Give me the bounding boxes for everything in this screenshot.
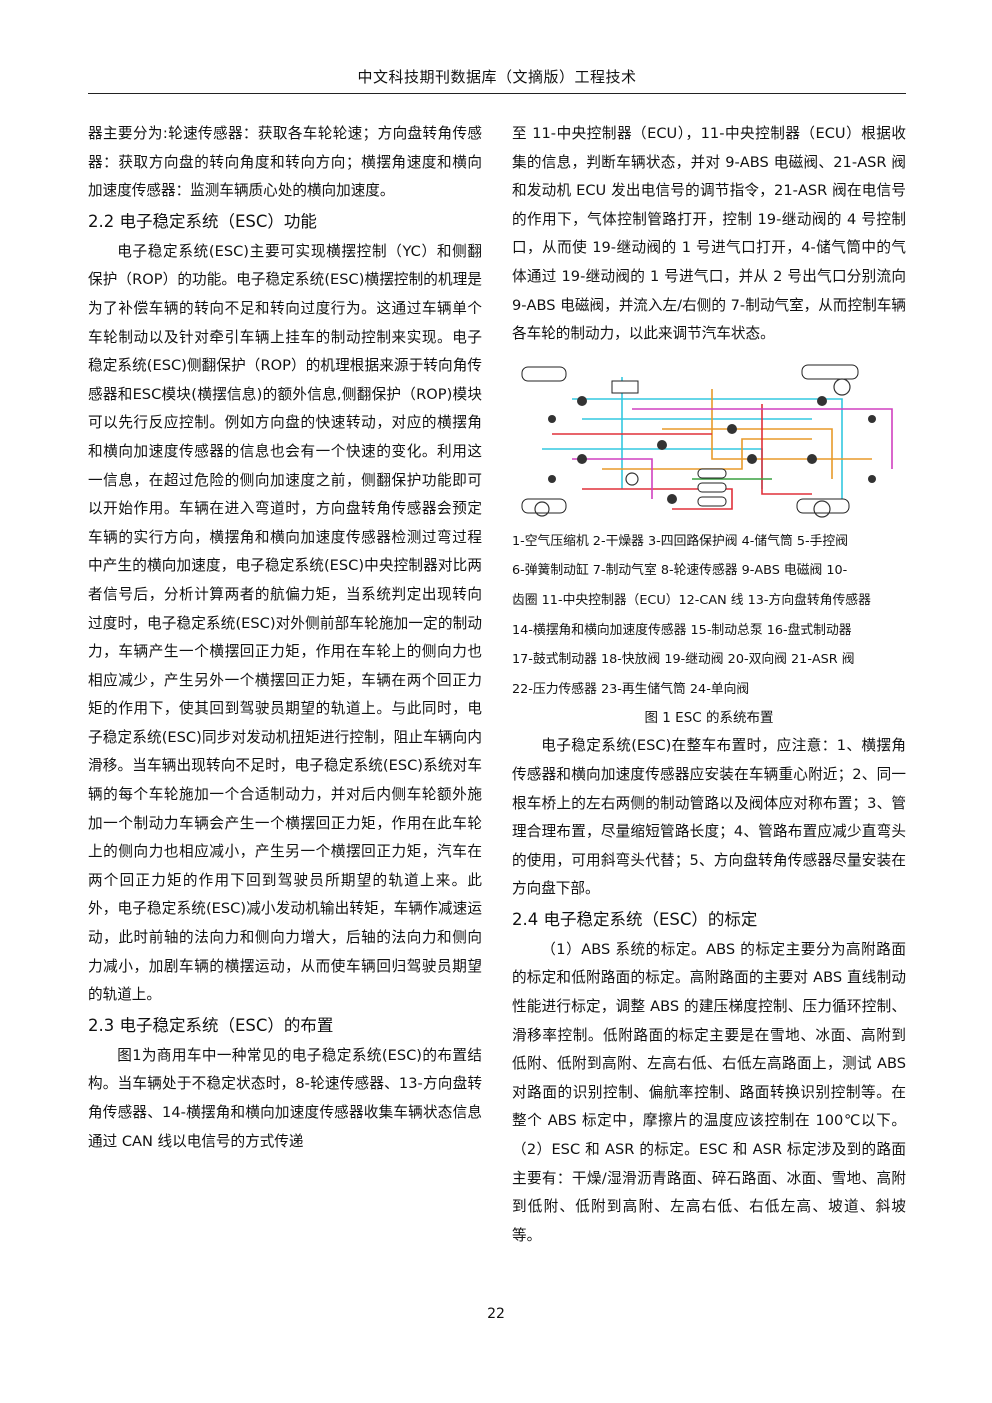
header-rule: [88, 93, 906, 94]
esc-layout-diagram: [521, 364, 893, 518]
legend-line: 22-压力传感器 23-再生储气筒 24-单向阀: [512, 681, 750, 697]
right-paragraph-3: （1）ABS 系统的标定。ABS 的标定主要分为高附路面的标定和低附路面的标定。…: [512, 940, 906, 1244]
legend-line: 6-弹簧制动缸 7-制动气室 8-轮速传感器 9-ABS 电磁阀 10-: [512, 563, 848, 579]
left-paragraph-2: 电子稳定系统(ESC)主要可实现横摆控制（YC）和侧翻保护（ROP）的功能。电子…: [88, 242, 482, 1004]
right-paragraph-2: 电子稳定系统(ESC)在整车布置时，应注意：1、横摆角传感器和横向加速度传感器应…: [512, 737, 906, 898]
legend-line: 1-空气压缩机 2-干燥器 3-四回路保护阀 4-储气筒 5-手控阀: [512, 533, 849, 549]
legend-line: 14-横摆角和横向加速度传感器 15-制动总泵 16-盘式制动器: [512, 622, 852, 638]
left-paragraph-3: 图1为商用车中一种常见的电子稳定系统(ESC)的布置结构。当车辆处于不稳定状态时…: [88, 1046, 482, 1150]
section-heading-2-2: 2.2 电子稳定系统（ESC）功能: [88, 211, 317, 231]
figure-caption: 图 1 ESC 的系统布置: [644, 710, 774, 727]
left-column: 器主要分为:轮速传感器：获取各车轮轮速；方向盘转角传感器：获取方向盘的转向角度和…: [88, 120, 482, 1156]
section-heading-2-4: 2.4 电子稳定系统（ESC）的标定: [512, 909, 758, 929]
legend-line: 齿圈 11-中央控制器（ECU）12-CAN 线 13-方向盘转角传感器: [512, 592, 871, 608]
page-number: 22: [487, 1306, 505, 1322]
esc-system-layout-figure: [512, 359, 906, 527]
journal-header: 中文科技期刊数据库（文摘版）工程技术: [357, 68, 637, 86]
figure-legend: 1-空气压缩机 2-干燥器 3-四回路保护阀 4-储气筒 5-手控阀 6-弹簧制…: [512, 527, 906, 705]
legend-line: 17-鼓式制动器 18-快放阀 19-继动阀 20-双向阀 21-ASR 阀: [512, 652, 855, 668]
right-column: 至 11-中央控制器（ECU），11-中央控制器（ECU）根据收集的信息，判断车…: [512, 120, 906, 1250]
right-paragraph-1: 至 11-中央控制器（ECU），11-中央控制器（ECU）根据收集的信息，判断车…: [512, 125, 906, 343]
section-heading-2-3: 2.3 电子稳定系统（ESC）的布置: [88, 1015, 334, 1035]
left-paragraph-1: 器主要分为:轮速传感器：获取各车轮轮速；方向盘转角传感器：获取方向盘的转向角度和…: [88, 125, 482, 200]
